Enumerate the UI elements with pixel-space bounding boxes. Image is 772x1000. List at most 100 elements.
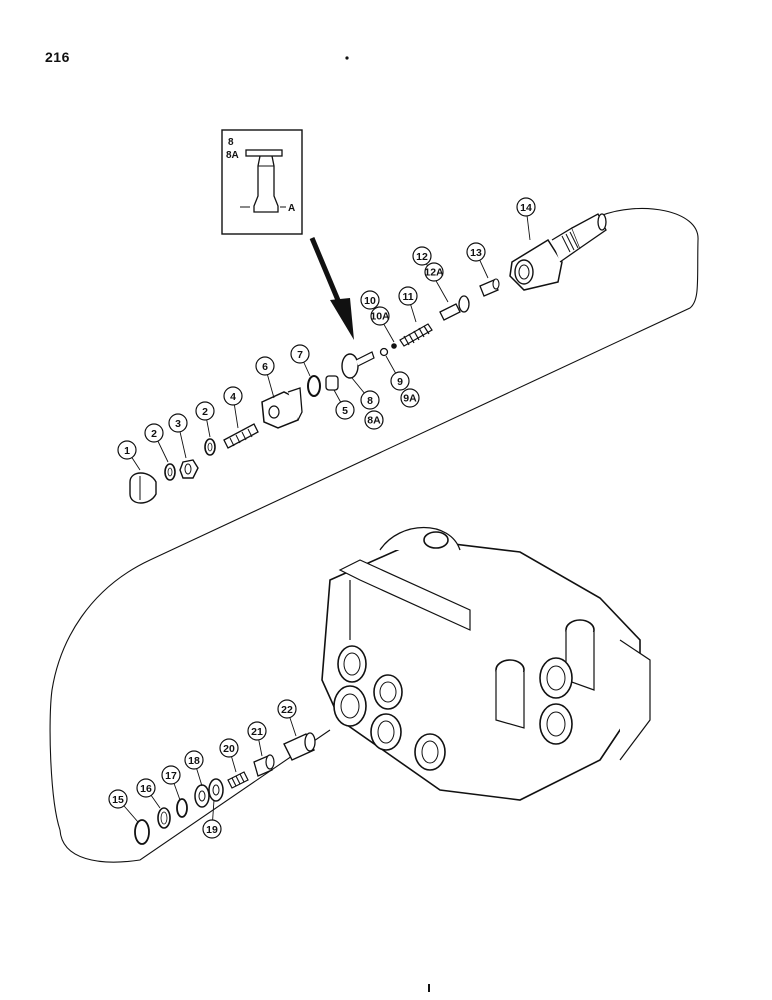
callout-circle [184, 750, 204, 770]
callout-label: 5 [342, 405, 348, 417]
callout-label: 21 [251, 726, 263, 738]
inset-dimension-a: A [288, 203, 295, 214]
callout-c8: 8 8A [351, 377, 384, 430]
callout-c17: 17 [161, 765, 181, 801]
part-10-shim [391, 343, 397, 349]
callout-circle [466, 242, 486, 262]
callout-label: 16 [140, 783, 152, 795]
inset-detail-8: 8 8A A [221, 129, 303, 235]
part-14-valve-cartridge [509, 213, 607, 291]
callout-label: 3 [175, 418, 181, 430]
callout-label: 9 [397, 376, 403, 388]
callout-label: 11 [402, 291, 413, 303]
callout-c4: 4 [223, 386, 243, 429]
callout-circle [136, 778, 156, 798]
part-15-o-ring [134, 819, 150, 845]
callout-sub-circle [370, 306, 390, 326]
callout-label: 22 [281, 704, 293, 716]
part-21-check [253, 754, 275, 777]
lower-group-boundary [59, 729, 331, 863]
part-13-sleeve [479, 278, 500, 297]
callout-c14: 14 [516, 197, 536, 241]
callout-c16: 16 [136, 778, 161, 809]
callout-circle [144, 423, 164, 443]
callout-label: 20 [223, 743, 235, 755]
callout-circle [223, 386, 243, 406]
callout-circle [161, 765, 181, 785]
callout-label: 2 [202, 406, 208, 418]
callout-circle [247, 721, 267, 741]
page-number: 216 [45, 49, 70, 65]
callout-label: 19 [206, 824, 218, 836]
part-2-washer-second [204, 438, 216, 456]
part-5-seat [325, 375, 339, 391]
print-speck [345, 56, 349, 60]
inset-label-8a: 8A [226, 150, 239, 161]
part-1-cap-nut [129, 472, 157, 504]
callout-sub-label: 10A [370, 311, 390, 323]
callout-sub-circle [424, 262, 444, 282]
part-16-backup-ring [157, 807, 171, 829]
callout-c2b: 2 [195, 401, 215, 438]
callout-label: 15 [112, 794, 124, 806]
callout-c20: 20 [219, 738, 239, 773]
part-18-plug [194, 784, 210, 808]
part-20-spring [227, 771, 249, 789]
callout-c9: 99A [385, 355, 420, 408]
callout-circle [277, 699, 297, 719]
callout-label: 2 [151, 428, 157, 440]
callout-c18: 18 [184, 750, 204, 787]
callout-label: 17 [165, 770, 177, 782]
callout-sub-circle [364, 410, 384, 430]
callout-c6: 6 [255, 356, 275, 399]
callout-c5: 5 [333, 389, 355, 420]
detail-arrowhead [330, 298, 354, 340]
callout-circle [195, 401, 215, 421]
callout-c3: 3 [168, 413, 188, 459]
valve-body [321, 527, 651, 801]
part-2-washer [164, 463, 176, 481]
callout-circle [360, 390, 380, 410]
detail-arrow [309, 237, 343, 306]
callout-label: 7 [297, 349, 303, 361]
callout-sub-label: 12A [424, 267, 444, 279]
callout-sub-label: 8A [367, 415, 381, 427]
callout-circle [255, 356, 275, 376]
callout-label: 14 [520, 202, 532, 214]
part-22-sleeve [283, 732, 316, 761]
callout-circle [290, 344, 310, 364]
callout-c11: 11 [398, 286, 418, 323]
callout-circle [398, 286, 418, 306]
callout-c21: 21 [247, 721, 267, 757]
part-12-guide [439, 295, 470, 321]
callout-sub-label: 9A [403, 393, 417, 405]
callout-label: 13 [470, 247, 482, 259]
callout-label: 4 [230, 391, 236, 403]
callout-label: 8 [367, 395, 373, 407]
callout-circle [117, 440, 137, 460]
part-11-spring [399, 323, 433, 347]
callout-circle [202, 819, 222, 839]
part-9-ball [379, 347, 389, 357]
callout-layer: 1232456788A99A1010A111212A13141516171819… [108, 197, 536, 839]
callout-circle [516, 197, 536, 217]
callout-sub-circle [400, 388, 420, 408]
callout-c7: 7 [290, 344, 311, 377]
part-7-o-ring [307, 375, 321, 397]
inset-label-8: 8 [228, 137, 234, 148]
callout-c1: 1 [117, 440, 141, 471]
callout-label: 6 [262, 361, 268, 373]
print-speck [428, 984, 430, 992]
callout-c19: 19 [202, 799, 222, 839]
part-6-plug [261, 387, 303, 429]
callout-circle [390, 371, 410, 391]
callout-circle [219, 738, 239, 758]
part-8-poppet [341, 351, 375, 379]
part-19-plug-seal [208, 778, 224, 802]
callout-circle [412, 246, 432, 266]
callout-label: 12 [416, 251, 428, 263]
callout-c13: 13 [466, 242, 489, 279]
